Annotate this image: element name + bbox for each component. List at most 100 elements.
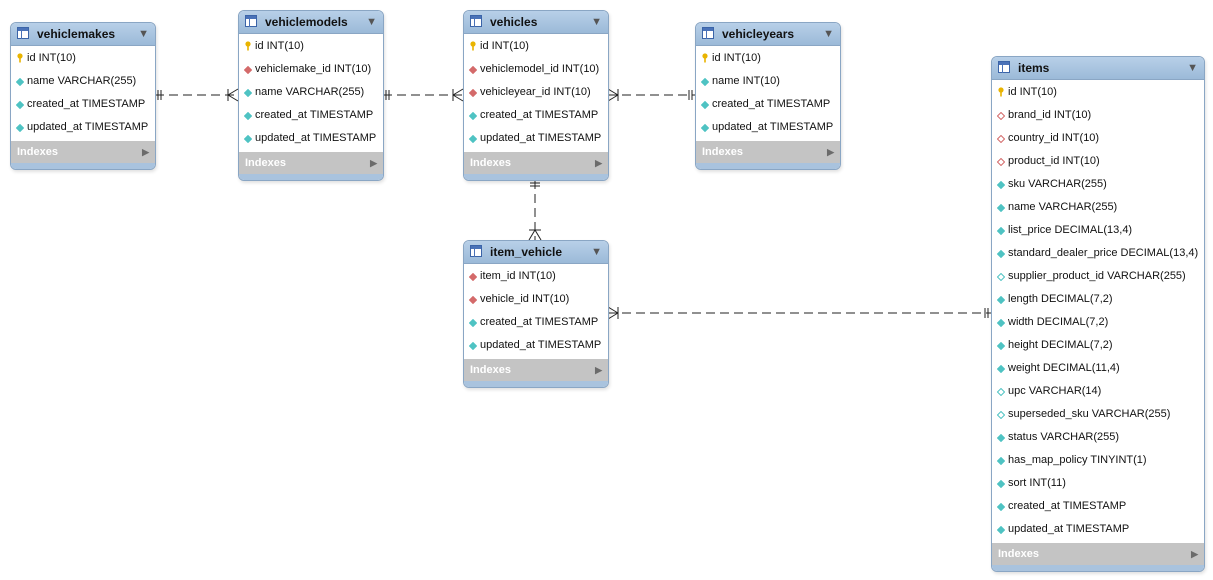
column-row[interactable]: vehiclemodel_id INT(10) (464, 58, 608, 81)
column-label: name VARCHAR(255) (27, 75, 137, 87)
column-row[interactable]: created_at TIMESTAMP (464, 311, 608, 334)
column-row[interactable]: brand_id INT(10) (992, 104, 1204, 127)
column-label: country_id INT(10) (1008, 132, 1100, 144)
indexes-section[interactable]: Indexes ▶ (696, 141, 840, 163)
table-icon (998, 61, 1010, 73)
column-row[interactable]: id INT(10) (239, 35, 383, 58)
indexes-section[interactable]: Indexes ▶ (464, 152, 608, 174)
collapse-arrow-icon[interactable]: ▼ (366, 16, 377, 28)
column-list: id INT(10)name INT(10) created_at TIMESTA… (696, 46, 840, 141)
column-row[interactable]: name VARCHAR(255) (992, 196, 1204, 219)
expand-arrow-icon[interactable]: ▶ (142, 147, 149, 157)
table-vehiclemakes[interactable]: vehiclemakes ▼ id INT(10) name VARCHAR(25… (10, 22, 156, 170)
column-row[interactable]: list_price DECIMAL(13,4) (992, 219, 1204, 242)
column-row[interactable]: name VARCHAR(255) (239, 81, 383, 104)
table-header[interactable]: vehiclemakes ▼ (11, 23, 155, 46)
column-label: name VARCHAR(255) (1008, 201, 1118, 213)
column-row[interactable]: length DECIMAL(7,2) (992, 288, 1204, 311)
column-list: id INT(10)brand_id INT(10) country_id INT… (992, 80, 1204, 543)
indexes-section[interactable]: Indexes ▶ (11, 141, 155, 163)
expand-arrow-icon[interactable]: ▶ (595, 365, 602, 375)
many-cardinality-mark (528, 229, 536, 241)
indexes-section[interactable]: Indexes ▶ (992, 543, 1204, 565)
column-row[interactable]: updated_at TIMESTAMP (992, 518, 1204, 541)
column-row[interactable]: updated_at TIMESTAMP (11, 116, 155, 139)
table-header[interactable]: vehiclemodels ▼ (239, 11, 383, 34)
column-row[interactable]: updated_at TIMESTAMP (464, 127, 608, 150)
collapse-arrow-icon[interactable]: ▼ (1187, 62, 1198, 74)
column-row[interactable]: upc VARCHAR(14) (992, 380, 1204, 403)
column-row[interactable]: supplier_product_id VARCHAR(255) (992, 265, 1204, 288)
foreign-key-icon (469, 89, 477, 97)
column-label: vehicleyear_id INT(10) (480, 86, 591, 98)
column-row[interactable]: vehiclemake_id INT(10) (239, 58, 383, 81)
column-label: length DECIMAL(7,2) (1008, 293, 1113, 305)
column-row[interactable]: superseded_sku VARCHAR(255) (992, 403, 1204, 426)
column-row[interactable]: sku VARCHAR(255) (992, 173, 1204, 196)
indexes-label: Indexes (245, 157, 286, 169)
table-vehicleyears[interactable]: vehicleyears ▼ id INT(10)name INT(10) cre… (695, 22, 841, 170)
table-name: vehiclemodels (265, 15, 348, 29)
column-row[interactable]: name VARCHAR(255) (11, 70, 155, 93)
column-label: has_map_policy TINYINT(1) (1008, 454, 1147, 466)
column-row[interactable]: created_at TIMESTAMP (239, 104, 383, 127)
table-vehicles[interactable]: vehicles ▼ id INT(10)vehiclemodel_id INT… (463, 10, 609, 181)
nullable-column-icon (997, 411, 1005, 419)
column-row[interactable]: status VARCHAR(255) (992, 426, 1204, 449)
table-items[interactable]: items ▼ id INT(10)brand_id INT(10) countr… (991, 56, 1205, 572)
expand-arrow-icon[interactable]: ▶ (827, 147, 834, 157)
column-row[interactable]: product_id INT(10) (992, 150, 1204, 173)
expand-arrow-icon[interactable]: ▶ (1191, 549, 1198, 559)
column-row[interactable]: weight DECIMAL(11,4) (992, 357, 1204, 380)
column-row[interactable]: id INT(10) (464, 35, 608, 58)
column-row[interactable]: updated_at TIMESTAMP (464, 334, 608, 357)
column-row[interactable]: has_map_policy TINYINT(1) (992, 449, 1204, 472)
column-row[interactable]: created_at TIMESTAMP (696, 93, 840, 116)
column-icon (997, 296, 1005, 304)
table-vehiclemodels[interactable]: vehiclemodels ▼ id INT(10) vehiclemake_id… (238, 10, 384, 181)
column-label: vehiclemake_id INT(10) (255, 63, 372, 75)
column-label: width DECIMAL(7,2) (1008, 316, 1109, 328)
column-row[interactable]: standard_dealer_price DECIMAL(13,4) (992, 242, 1204, 265)
column-row[interactable]: updated_at TIMESTAMP (239, 127, 383, 150)
column-label: updated_at TIMESTAMP (27, 121, 149, 133)
expand-arrow-icon[interactable]: ▶ (595, 158, 602, 168)
column-row[interactable]: country_id INT(10) (992, 127, 1204, 150)
column-label: updated_at TIMESTAMP (712, 121, 834, 133)
collapse-arrow-icon[interactable]: ▼ (138, 28, 149, 40)
expand-arrow-icon[interactable]: ▶ (370, 158, 377, 168)
column-row[interactable]: height DECIMAL(7,2) (992, 334, 1204, 357)
indexes-section[interactable]: Indexes ▶ (464, 359, 608, 381)
collapse-arrow-icon[interactable]: ▼ (823, 28, 834, 40)
column-row[interactable]: created_at TIMESTAMP (11, 93, 155, 116)
collapse-arrow-icon[interactable]: ▼ (591, 16, 602, 28)
table-header[interactable]: vehicleyears ▼ (696, 23, 840, 46)
nullable-foreign-key-icon (997, 135, 1005, 143)
column-icon (997, 204, 1005, 212)
table-footer (464, 381, 608, 387)
column-row[interactable]: vehicle_id INT(10) (464, 288, 608, 311)
column-label: updated_at TIMESTAMP (255, 132, 377, 144)
column-label: created_at TIMESTAMP (712, 98, 831, 110)
column-row[interactable]: updated_at TIMESTAMP (696, 116, 840, 139)
column-row[interactable]: id INT(10) (696, 47, 840, 70)
indexes-label: Indexes (470, 157, 511, 169)
column-row[interactable]: item_id INT(10) (464, 265, 608, 288)
table-header[interactable]: items ▼ (992, 57, 1204, 80)
column-label: created_at TIMESTAMP (1008, 500, 1127, 512)
column-row[interactable]: name INT(10) (696, 70, 840, 93)
column-row[interactable]: sort INT(11) (992, 472, 1204, 495)
column-row[interactable]: created_at TIMESTAMP (992, 495, 1204, 518)
column-row[interactable]: id INT(10) (992, 81, 1204, 104)
column-row[interactable]: width DECIMAL(7,2) (992, 311, 1204, 334)
collapse-arrow-icon[interactable]: ▼ (591, 246, 602, 258)
column-row[interactable]: id INT(10) (11, 47, 155, 70)
column-row[interactable]: created_at TIMESTAMP (464, 104, 608, 127)
primary-key-icon (16, 53, 24, 63)
table-header[interactable]: vehicles ▼ (464, 11, 608, 34)
table-header[interactable]: item_vehicle ▼ (464, 241, 608, 264)
indexes-section[interactable]: Indexes ▶ (239, 152, 383, 174)
table-item-vehicle[interactable]: item_vehicle ▼ item_id INT(10)vehicle_id… (463, 240, 609, 388)
column-row[interactable]: vehicleyear_id INT(10) (464, 81, 608, 104)
column-icon (244, 112, 252, 120)
